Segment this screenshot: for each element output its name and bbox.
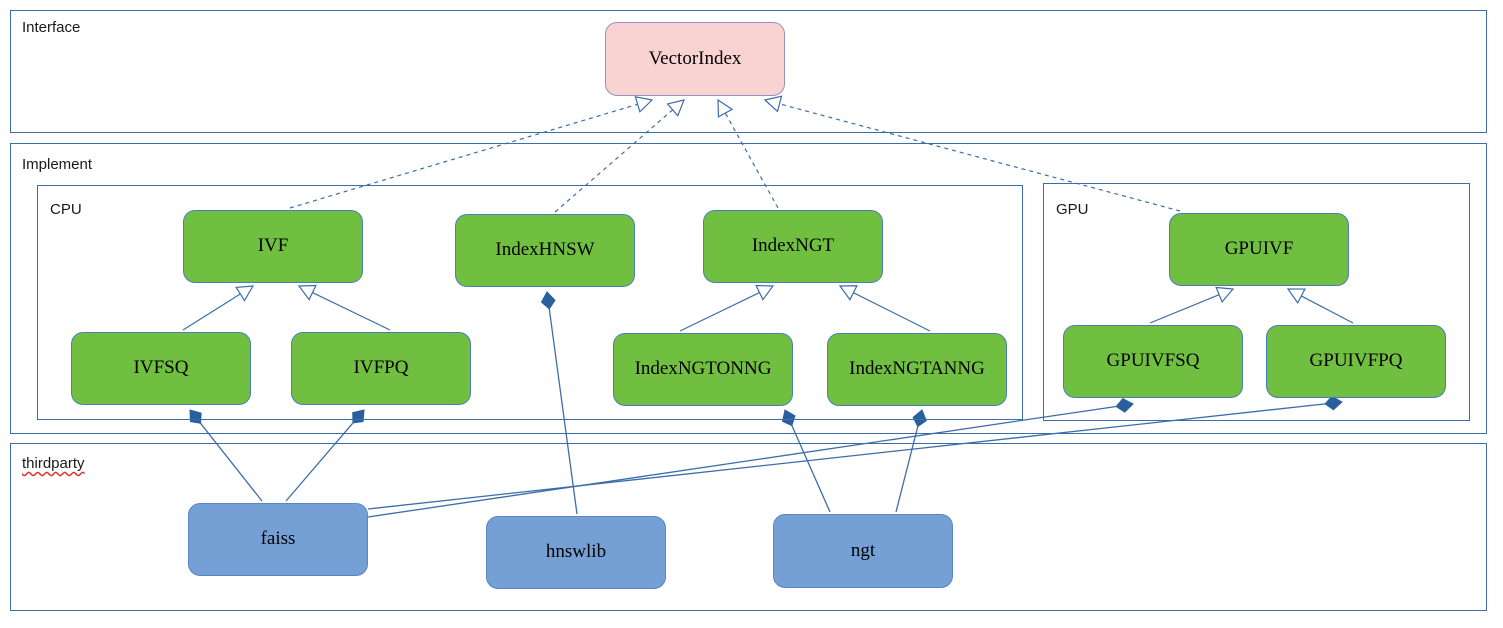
node-label: GPUIVFPQ (1309, 350, 1403, 372)
node-indexngtanng[interactable]: IndexNGTANNG (827, 333, 1007, 406)
node-gpuivfpq[interactable]: GPUIVFPQ (1266, 325, 1446, 398)
node-label: faiss (260, 528, 296, 550)
node-label: IndexNGT (751, 235, 835, 257)
node-ivfpq[interactable]: IVFPQ (291, 332, 471, 405)
node-label: GPUIVFSQ (1106, 350, 1200, 372)
group-box-thirdparty (10, 443, 1487, 611)
node-label: VectorIndex (648, 47, 742, 69)
group-box-interface (10, 10, 1487, 133)
node-indexngt[interactable]: IndexNGT (703, 210, 883, 283)
group-box-gpu (1043, 183, 1470, 421)
node-ivfsq[interactable]: IVFSQ (71, 332, 251, 405)
node-vectorindex[interactable]: VectorIndex (605, 22, 785, 96)
group-label-implement: Implement (22, 156, 93, 173)
node-label: hnswlib (545, 541, 607, 563)
node-indexhnsw[interactable]: IndexHNSW (455, 214, 635, 287)
group-label-gpu: GPU (1056, 201, 1089, 218)
group-box-cpu (37, 185, 1023, 420)
node-gpuivfsq[interactable]: GPUIVFSQ (1063, 325, 1243, 398)
node-gpuivf[interactable]: GPUIVF (1169, 213, 1349, 286)
node-label: IVF (257, 235, 289, 257)
node-ivf[interactable]: IVF (183, 210, 363, 283)
node-label: ngt (850, 539, 876, 561)
group-label-thirdparty: thirdparty (22, 455, 85, 472)
group-label-interface: Interface (22, 19, 81, 36)
group-label-cpu: CPU (50, 201, 82, 218)
node-label: IVFSQ (133, 357, 189, 379)
node-label: IndexNGTANNG (849, 358, 985, 380)
node-label: IVFPQ (353, 357, 409, 379)
node-label: IndexNGTONNG (634, 358, 772, 380)
node-label: GPUIVF (1224, 238, 1294, 260)
node-hnswlib[interactable]: hnswlib (486, 516, 666, 589)
node-label: IndexHNSW (495, 239, 595, 261)
node-indexngtonng[interactable]: IndexNGTONNG (613, 333, 793, 406)
node-ngt[interactable]: ngt (773, 514, 953, 588)
node-faiss[interactable]: faiss (188, 503, 368, 576)
group-box-implement (10, 143, 1487, 434)
